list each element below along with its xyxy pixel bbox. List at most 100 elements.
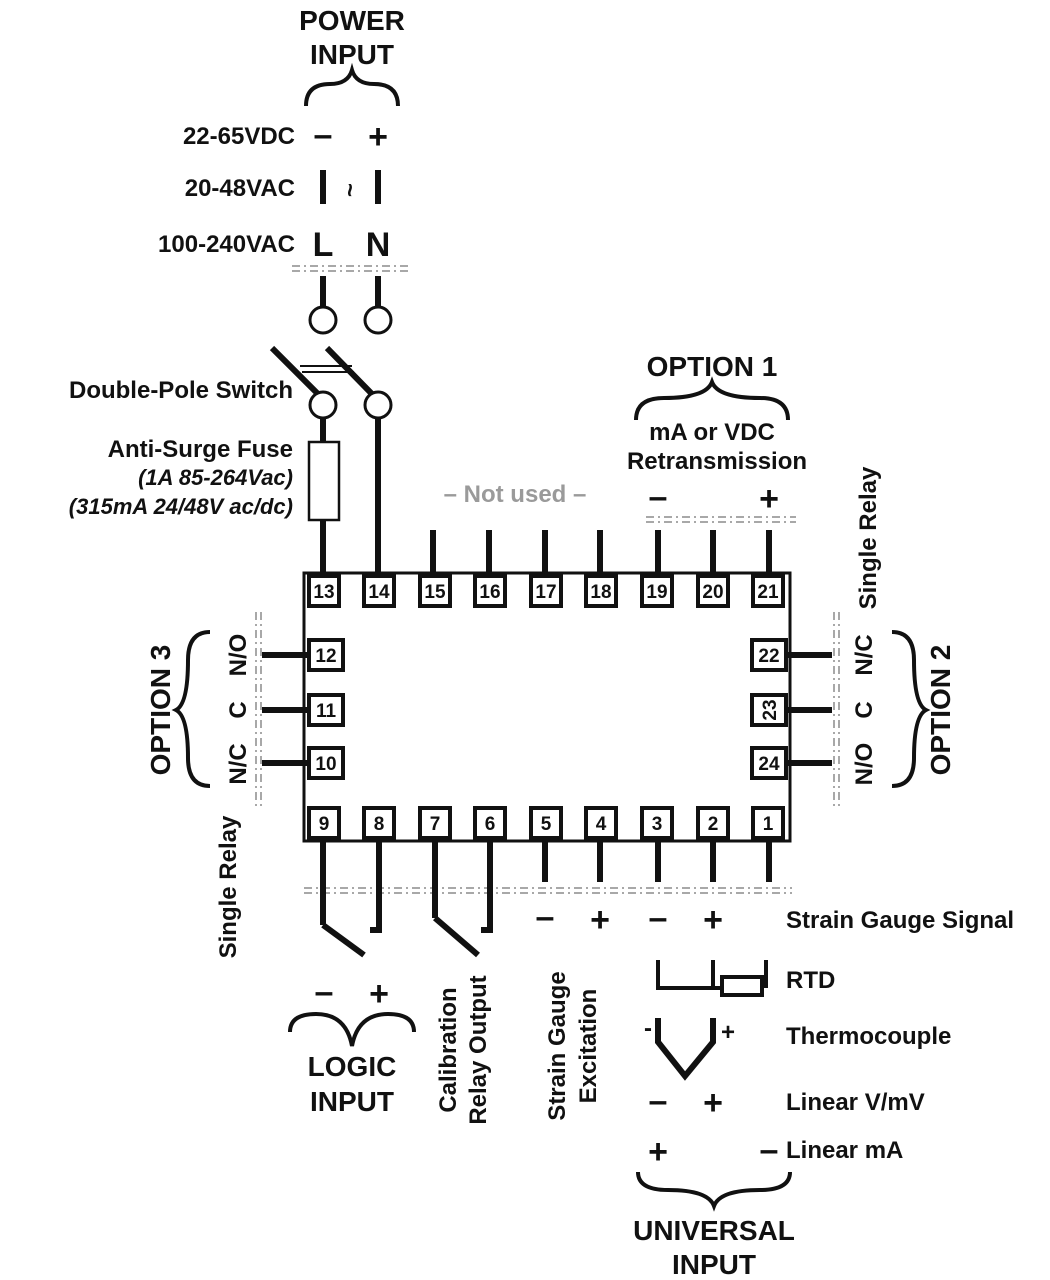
calibration-wire-6	[481, 841, 493, 933]
option2-single-relay: Single Relay	[855, 466, 882, 609]
power-row-lowac-label: 20-48VAC	[185, 175, 295, 202]
option2-brace	[891, 630, 931, 788]
strain-signal-label: Strain Gauge Signal	[786, 907, 1014, 934]
option3-wires	[262, 652, 309, 766]
terminal-5: 5	[541, 814, 552, 835]
option2-wires	[786, 652, 832, 766]
terminal-22: 22	[758, 646, 779, 667]
switch-blade-left	[269, 345, 321, 397]
terminal-1: 1	[763, 814, 774, 835]
rtd-label: RTD	[786, 967, 835, 994]
linear-v-plus: +	[703, 1084, 723, 1122]
terminal-8: 8	[374, 814, 385, 835]
universal-input-title-line1: UNIVERSAL	[633, 1215, 795, 1246]
terminal-13: 13	[313, 582, 334, 603]
thermocouple-junction	[655, 1018, 716, 1081]
option1-minus: –	[649, 478, 668, 516]
fuse-rating-2: (315mA 24/48V ac/dc)	[69, 494, 293, 519]
thermocouple-label: Thermocouple	[786, 1023, 951, 1050]
power-lowac-tilde: ~	[336, 183, 363, 197]
option1-line1: mA or VDC	[649, 419, 775, 446]
not-used-stubs	[430, 530, 603, 575]
thermocouple-minus: -	[644, 1015, 652, 1042]
terminal-3: 3	[652, 814, 663, 835]
option2-nc: N/C	[851, 634, 878, 675]
power-terminal-n-bottom	[363, 390, 393, 420]
universal-input-title-line2: INPUT	[672, 1249, 756, 1280]
power-dc-minus: –	[314, 116, 333, 154]
option2-title: OPTION 2	[925, 645, 956, 776]
logic-input-title-line1: LOGIC	[308, 1051, 397, 1082]
controller-housing	[302, 571, 792, 843]
logic-input-brace	[288, 1011, 416, 1047]
option3-title: OPTION 3	[145, 645, 176, 776]
terminal-21: 21	[757, 582, 779, 603]
terminal-4: 4	[596, 814, 607, 835]
excitation-plus: +	[590, 901, 610, 939]
terminal-15: 15	[424, 582, 446, 603]
power-input-title-line1: POWER	[299, 5, 405, 36]
option3-nc: N/C	[225, 743, 252, 784]
option2-no: N/O	[851, 743, 878, 786]
option1-line2: Retransmission	[627, 448, 807, 475]
linear-v-label: Linear V/mV	[786, 1089, 925, 1116]
excitation-line2: Excitation	[575, 989, 602, 1104]
terminal-14: 14	[368, 582, 390, 603]
right-terminal-block	[750, 638, 788, 780]
bottom-terminal-block	[307, 806, 785, 840]
terminal-24: 24	[758, 754, 780, 775]
linear-ma-label: Linear mA	[786, 1137, 903, 1164]
fuse-rating-1: (1A 85-264Vac)	[138, 465, 293, 490]
terminal-7: 7	[430, 814, 441, 835]
switch-label: Double-Pole Switch	[69, 377, 293, 404]
calibration-line1: Calibration	[435, 987, 462, 1112]
terminal-11: 11	[316, 701, 337, 722]
linear-ma-plus: +	[648, 1133, 668, 1171]
universal-input-brace	[636, 1171, 792, 1212]
rtd-circuit	[656, 960, 768, 990]
logic-wire-8	[370, 841, 382, 933]
option3-brace	[171, 630, 211, 788]
calibration-line2: Relay Output	[465, 975, 492, 1124]
option1-brace	[634, 376, 790, 421]
terminal-18: 18	[590, 582, 611, 603]
power-input-brace	[304, 62, 400, 107]
terminal-16: 16	[479, 582, 500, 603]
power-row-dc-label: 22-65VDC	[183, 123, 295, 150]
power-terminal-n-top	[363, 305, 393, 335]
power-row-highac-label: 100-240VAC	[158, 231, 295, 258]
option3-no: N/O	[225, 634, 252, 677]
excitation-minus: –	[536, 898, 555, 936]
power-terminal-l-top	[308, 305, 338, 335]
power-highac-l: L	[313, 226, 334, 264]
strain-signal-plus: +	[703, 901, 723, 939]
terminal-10: 10	[315, 754, 336, 775]
terminal-23: 23	[760, 699, 781, 720]
strain-signal-minus: –	[649, 899, 668, 937]
terminal-2: 2	[708, 814, 719, 835]
power-terminal-l-bottom	[308, 390, 338, 420]
logic-contact-9	[321, 922, 366, 958]
not-used-label: – Not used –	[444, 481, 587, 508]
option1-plus: +	[759, 480, 779, 518]
logic-input-minus: –	[315, 973, 334, 1011]
terminal-6: 6	[485, 814, 496, 835]
terminal-9: 9	[319, 814, 330, 835]
power-dc-plus: +	[368, 118, 388, 156]
calibration-contact-7	[433, 915, 480, 958]
excitation-line1: Strain Gauge	[544, 971, 571, 1120]
rtd-resistor	[720, 975, 764, 997]
linear-ma-minus: –	[760, 1131, 779, 1169]
left-terminal-block	[307, 638, 345, 780]
option2-c: C	[851, 701, 878, 718]
power-highac-n: N	[366, 226, 391, 264]
linear-v-minus: –	[649, 1082, 668, 1120]
option3-single-relay: Single Relay	[215, 815, 242, 958]
terminal-20: 20	[702, 582, 723, 603]
logic-input-title-line2: INPUT	[310, 1086, 394, 1117]
terminal-17: 17	[535, 582, 556, 603]
option3-c: C	[225, 701, 252, 718]
logic-input-plus: +	[369, 975, 389, 1013]
thermocouple-plus: +	[721, 1019, 735, 1046]
